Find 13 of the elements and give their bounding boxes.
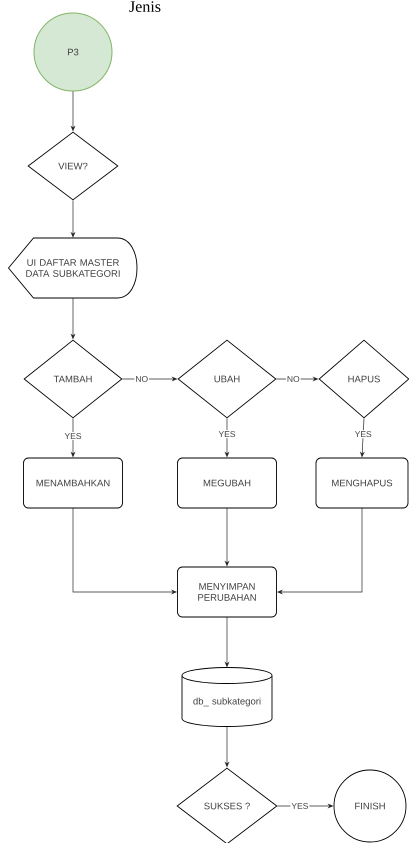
edge-label: YES	[64, 432, 82, 440]
process-box: MENAMBAHKAN	[23, 458, 123, 508]
edge-label: YES	[290, 802, 310, 810]
heading-text: Jenis	[129, 1, 160, 12]
process-box: MENGHAPUS	[316, 458, 408, 508]
edge-label: NO	[286, 375, 301, 384]
node-label: db_ subkategori	[193, 698, 260, 706]
database-cylinder: db_ subkategori	[182, 667, 272, 727]
edge-label: YES	[218, 430, 236, 438]
process-box: MEGUBAH	[177, 458, 277, 508]
edge-label: NO	[134, 375, 150, 384]
edge-label: YES	[354, 430, 373, 438]
process-box: MENYIMPAN PERUBAHAN	[177, 566, 277, 618]
